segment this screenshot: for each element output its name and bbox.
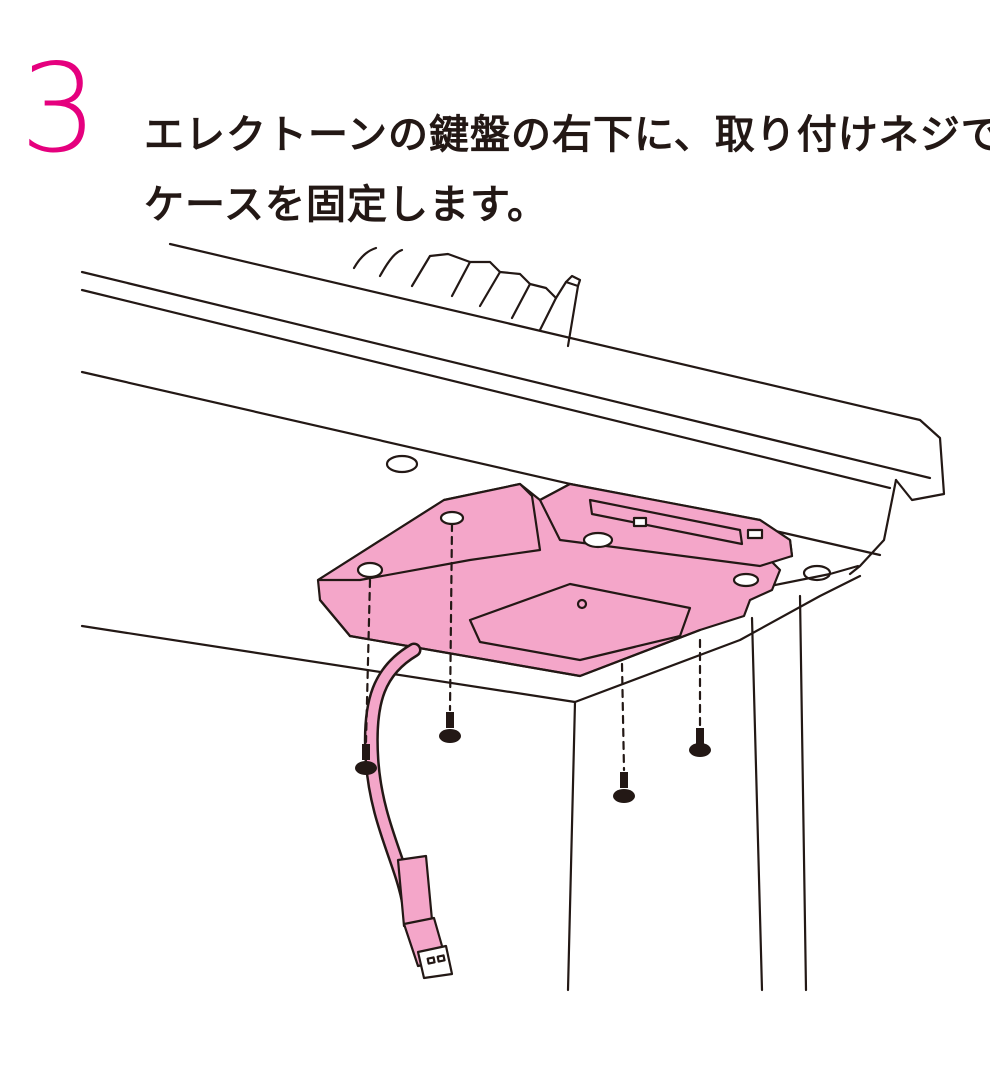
case-side-edge [318, 598, 352, 638]
step-instruction: エレクトーンの鍵盤の右下に、取り付けネジで ケースを固定します。 [144, 100, 990, 240]
mount-hole-right [802, 564, 832, 582]
key [378, 248, 404, 278]
case-tab [632, 516, 648, 528]
screw-icon [355, 744, 377, 775]
keyboard-top-edge [168, 242, 946, 502]
case-screw-hole-2 [439, 510, 465, 526]
case-top-left-flange [316, 482, 542, 582]
screw-guide-1 [364, 578, 372, 744]
keyboard-right-leg-1 [750, 616, 764, 992]
key [498, 270, 532, 320]
case-slot [588, 498, 744, 546]
keyboard-keys [352, 246, 582, 348]
keyboard-bottom-plate [573, 574, 862, 704]
keyboard-right-end [848, 478, 898, 576]
case-recess [468, 582, 692, 662]
usb-pin [426, 956, 436, 965]
screw-icon [613, 772, 635, 803]
case-screw-hole-3 [732, 572, 760, 588]
usb-connector-strain-relief [396, 854, 434, 928]
usb-pin [436, 954, 446, 963]
keyboard-right-leg-2 [798, 594, 808, 992]
usb-cable [363, 642, 454, 980]
screw-guide-2 [448, 522, 454, 712]
case-hole-top [582, 531, 614, 549]
screw-guides [364, 522, 702, 772]
screw-icon [689, 728, 711, 757]
screw-guide-3 [620, 662, 626, 772]
instruction-line-2: ケースを固定します。 [144, 182, 548, 228]
mount-hole-left [385, 454, 419, 474]
screw-icon [439, 712, 461, 743]
key [410, 252, 472, 298]
step-number: 3 [20, 38, 98, 180]
key-black [564, 274, 582, 288]
keyboard-front-line-1 [80, 270, 932, 480]
key [352, 246, 378, 270]
case-front-edge [348, 628, 702, 678]
case-center-hole [576, 598, 588, 610]
key [528, 282, 558, 332]
keyboard-front-line-2 [80, 288, 892, 490]
keyboard-lower-edge [80, 624, 577, 704]
key [554, 280, 580, 348]
key [468, 260, 502, 308]
screws [355, 712, 711, 803]
case-screw-hole-1 [356, 561, 384, 579]
case-tab [746, 528, 764, 540]
mounting-case [316, 482, 794, 678]
keyboard-side-panel [566, 700, 577, 992]
instruction-line-1: エレクトーンの鍵盤の右下に、取り付けネジで [144, 112, 990, 158]
